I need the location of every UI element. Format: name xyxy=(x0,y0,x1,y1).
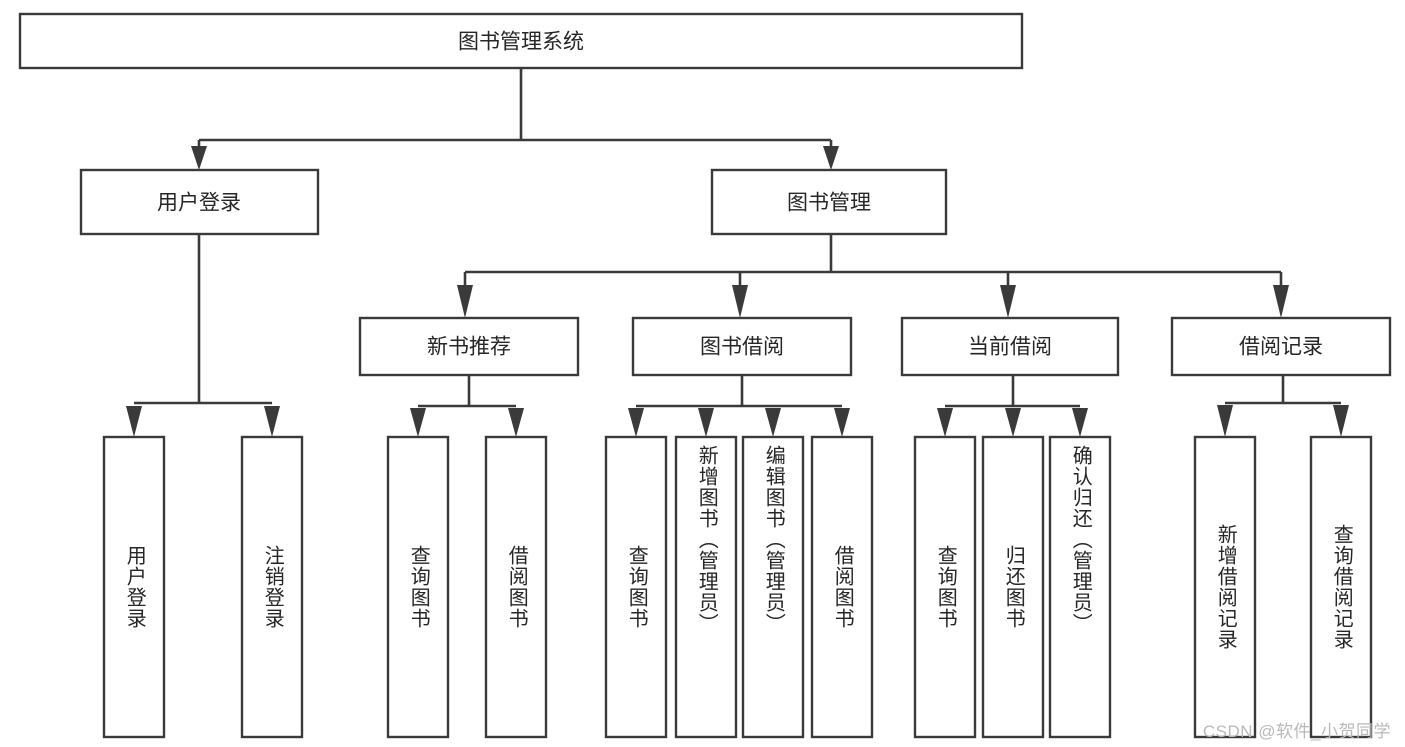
arrow-to-leaf-return-book xyxy=(1005,408,1021,437)
connector-group-user-login xyxy=(126,234,280,437)
arrow-to-leaf-confirm-return xyxy=(1072,408,1088,437)
arrow-root-to-book-manage xyxy=(823,146,839,170)
arrow-root-to-user-login xyxy=(191,146,207,170)
connector-group-book-borrow xyxy=(628,375,850,437)
arrow-to-book-borrow xyxy=(732,285,748,318)
node-root-label: 图书管理系统 xyxy=(458,31,584,54)
node-leaf-query-book-2-box[interactable] xyxy=(604,435,668,739)
node-root[interactable]: 图书管理系统 xyxy=(18,12,1024,70)
connector-group-book-manage xyxy=(457,234,1289,318)
arrow-to-leaf-query-record xyxy=(1333,405,1349,437)
node-leaf-query-record-box[interactable] xyxy=(1309,435,1373,739)
node-leaf-query-book-1-box[interactable] xyxy=(386,435,450,739)
arrow-to-current-borrow xyxy=(1000,285,1016,318)
node-book-borrow[interactable]: 图书借阅 xyxy=(631,316,853,377)
connector-group-new-book-rec xyxy=(410,375,524,437)
node-borrow-record-label: 借阅记录 xyxy=(1239,336,1323,359)
node-leaf-add-record-box[interactable] xyxy=(1193,435,1257,739)
node-user-login-box[interactable] xyxy=(79,168,320,236)
arrow-to-leaf-add-book xyxy=(698,408,714,437)
node-book-borrow-box[interactable] xyxy=(631,316,853,377)
arrow-to-borrow-record xyxy=(1273,285,1289,318)
node-new-book-rec[interactable]: 新书推荐 xyxy=(358,316,580,377)
node-book-manage-label: 图书管理 xyxy=(787,192,871,215)
node-leaf-borrow-book-1-box[interactable] xyxy=(484,435,548,739)
node-leaf-add-book-box[interactable] xyxy=(674,435,738,739)
node-borrow-record-box[interactable] xyxy=(1170,316,1392,377)
node-leaf-confirm-return-box[interactable] xyxy=(1048,435,1112,739)
csdn-watermark: CSDN @软件_小贺同学 xyxy=(1202,722,1391,741)
arrow-to-leaf-query-book-2 xyxy=(628,408,644,437)
node-current-borrow[interactable]: 当前借阅 xyxy=(900,316,1120,377)
arrow-to-new-book-rec xyxy=(457,285,473,318)
arrow-to-leaf-borrow-book-1 xyxy=(508,408,524,437)
arrow-to-leaf-user-logout xyxy=(264,406,280,437)
arrow-to-leaf-add-record xyxy=(1217,405,1233,437)
node-user-login[interactable]: 用户登录 xyxy=(79,168,320,236)
node-leaf-edit-book-box[interactable] xyxy=(741,435,805,739)
node-book-manage[interactable]: 图书管理 xyxy=(710,168,948,236)
arrow-to-leaf-user-login xyxy=(126,406,142,437)
node-leaf-return-book-box[interactable] xyxy=(981,435,1045,739)
node-leaf-query-book-3-box[interactable] xyxy=(913,435,977,739)
node-new-book-rec-label: 新书推荐 xyxy=(427,336,511,359)
arrow-to-leaf-borrow-book-2 xyxy=(834,408,850,437)
node-leaf-user-login-box[interactable] xyxy=(102,435,166,739)
node-leaf-borrow-book-2-box[interactable] xyxy=(810,435,874,739)
leaf-boxes xyxy=(102,435,1373,739)
node-book-manage-box[interactable] xyxy=(710,168,948,236)
node-current-borrow-label: 当前借阅 xyxy=(968,336,1052,359)
node-user-login-label: 用户登录 xyxy=(157,192,241,215)
node-root-box[interactable] xyxy=(18,12,1024,70)
connector-group-root xyxy=(191,68,839,170)
arrow-to-leaf-query-book-1 xyxy=(410,408,426,437)
node-book-borrow-label: 图书借阅 xyxy=(700,336,784,359)
arrow-to-leaf-edit-book xyxy=(765,408,781,437)
connector-group-borrow-record xyxy=(1217,375,1349,437)
node-current-borrow-box[interactable] xyxy=(900,316,1120,377)
connector-group-current-borrow xyxy=(937,375,1088,437)
node-leaf-user-logout-box[interactable] xyxy=(240,435,304,739)
node-borrow-record[interactable]: 借阅记录 xyxy=(1170,316,1392,377)
node-new-book-rec-box[interactable] xyxy=(358,316,580,377)
arrow-to-leaf-query-book-3 xyxy=(937,408,953,437)
